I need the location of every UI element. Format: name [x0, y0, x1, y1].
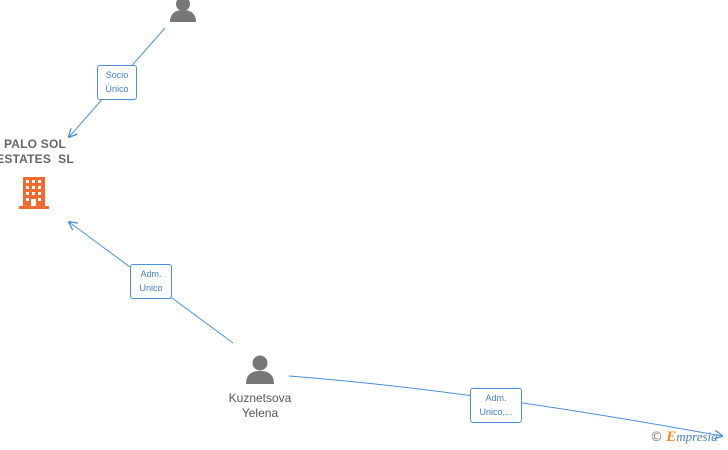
edge-label-line1: Adm.	[140, 269, 162, 279]
building-icon[interactable]	[19, 177, 49, 209]
brand-watermark: © Empresia	[650, 429, 718, 446]
edge-label-line2: Unico,...	[479, 407, 513, 417]
brand-logo-initial: E	[666, 429, 677, 445]
company-label-line2: ESTATES SL	[0, 152, 74, 166]
edge-label-adm-unico-ellipsis[interactable]: Adm. Unico,...	[470, 388, 522, 423]
company-label[interactable]: PALO SOL ESTATES SL	[0, 137, 80, 167]
person-icon-kuznetsova[interactable]	[246, 355, 274, 385]
person-label-line2: Yelena	[241, 406, 279, 420]
edge-label-adm-unico[interactable]: Adm. Unico	[130, 264, 172, 299]
person-label-line1: Kuznetsova	[228, 391, 292, 405]
brand-logo-text: mpresia	[676, 429, 718, 444]
edge-label-line2: Unico	[139, 283, 163, 293]
copyright-symbol: ©	[650, 430, 663, 445]
edge-label-socio-unico[interactable]: Socio Único	[97, 65, 137, 100]
edge-label-line2: Único	[105, 84, 129, 94]
edge-label-line1: Adm.	[485, 393, 507, 403]
person-icon-top[interactable]	[170, 0, 196, 22]
person-label-kuznetsova[interactable]: Kuznetsova Yelena	[210, 391, 310, 421]
edge-label-line1: Socio	[105, 70, 129, 80]
company-label-line1: PALO SOL	[3, 137, 67, 151]
